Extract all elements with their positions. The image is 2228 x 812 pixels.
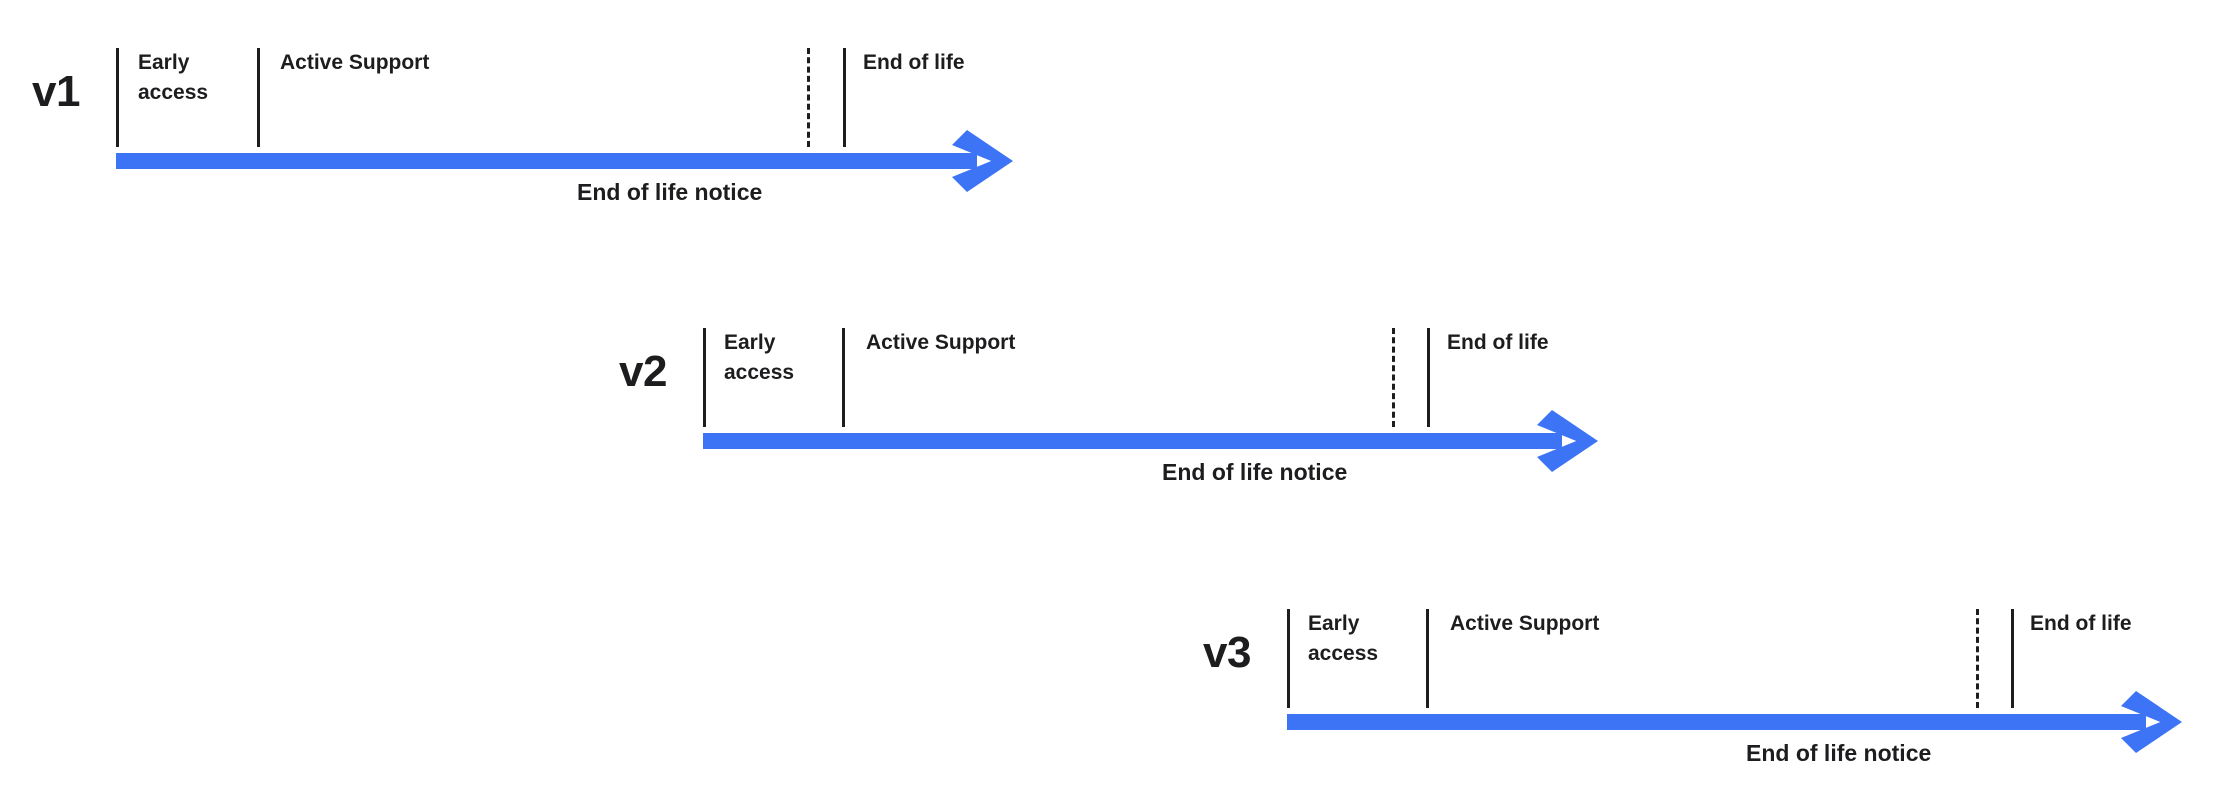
phase-divider-1 (116, 48, 119, 147)
end-of-life-notice-label: End of life notice (577, 179, 763, 205)
phase-divider-3 (1427, 328, 1430, 427)
phase-divider-1 (703, 328, 706, 427)
end-of-life-notice-label: End of life notice (1162, 459, 1348, 485)
phase-divider-3 (2011, 609, 2014, 708)
phase-label-2: Active Support (1450, 612, 1600, 635)
timeline-arrow (116, 130, 1013, 192)
phase-label-1: Early access (138, 51, 209, 104)
phase-divider-2 (1426, 609, 1429, 708)
timeline-arrow (1287, 691, 2182, 753)
phase-divider-1 (1287, 609, 1290, 708)
eol-notice-divider (807, 48, 810, 147)
phase-divider-2 (257, 48, 260, 147)
eol-notice-divider (1976, 609, 1979, 708)
eol-notice-divider (1392, 328, 1395, 427)
version-label-v2: v2 (619, 347, 667, 396)
end-of-life-notice-label: End of life notice (1746, 740, 1932, 766)
version-label-v1: v1 (32, 67, 80, 116)
phase-label-3: End of life (2030, 612, 2132, 635)
version-label-v3: v3 (1203, 628, 1251, 677)
timeline-arrow (703, 410, 1598, 472)
phase-label-2: Active Support (280, 51, 430, 74)
phase-label-3: End of life (863, 51, 965, 74)
phase-divider-2 (842, 328, 845, 427)
phase-divider-3 (843, 48, 846, 147)
phase-label-3: End of life (1447, 331, 1549, 354)
phase-label-2: Active Support (866, 331, 1016, 354)
phase-label-1: Early access (724, 331, 795, 384)
phase-label-1: Early access (1308, 612, 1379, 665)
